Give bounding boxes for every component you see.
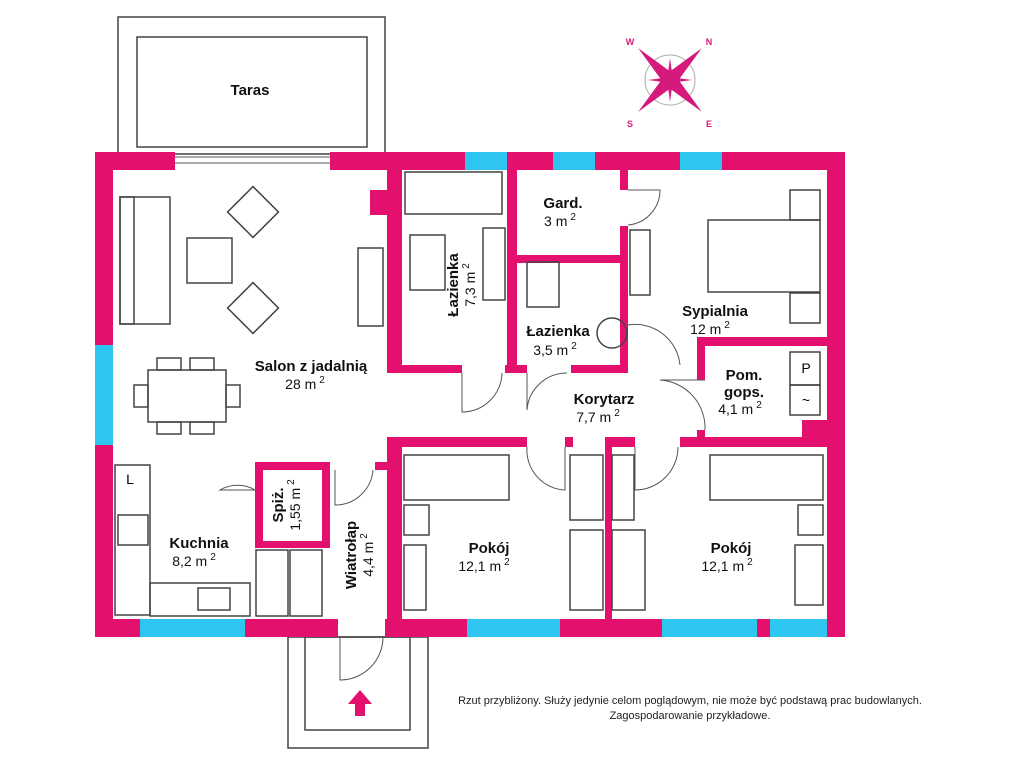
room-wiatrolap-name: Wiatrołap <box>343 521 360 589</box>
compass-n: N <box>706 37 713 47</box>
room-spiz-area: 1,55 m2 <box>286 479 303 531</box>
disclaimer-line-2: Zagospodarowanie przykładowe. <box>609 710 771 722</box>
room-spiz-name: Spiż. <box>270 487 287 522</box>
disclaimer-line-1: Rzut przybliżony. Służy jedynie celom po… <box>458 695 922 707</box>
room-korytarz-name: Korytarz <box>574 391 635 408</box>
terrace: Taras <box>117 16 386 155</box>
washer-label: ~ <box>802 392 810 408</box>
compass-rose-icon <box>638 48 702 112</box>
room-wiatrolap-area: 4,4 m2 <box>359 533 376 577</box>
compass-s: S <box>627 119 633 129</box>
entrance-arrow-icon <box>348 690 372 716</box>
room-pom-name: Pom. <box>726 367 763 384</box>
room-lazienka1-area: 7,3 m2 <box>461 263 478 307</box>
entrance-steps <box>287 636 429 749</box>
room-pokoj2-name: Pokój <box>711 540 752 557</box>
compass-w: W <box>626 37 635 47</box>
room-lazienka2-name: Łazienka <box>526 323 590 340</box>
room-kuchnia-name: Kuchnia <box>169 535 229 552</box>
room-gard-name: Gard. <box>543 195 582 212</box>
walls <box>95 152 845 637</box>
room-salon-name: Salon z jadalnią <box>255 358 368 375</box>
boiler-label: P <box>801 360 810 376</box>
terrace-label: Taras <box>231 82 270 99</box>
room-lazienka1-name: Łazienka <box>445 253 462 317</box>
room-pokoj1-name: Pokój <box>469 540 510 557</box>
room-pom-name2: gops. <box>724 384 764 401</box>
room-sypialnia-name: Sypialnia <box>682 303 749 320</box>
windows <box>95 152 827 637</box>
furniture <box>114 171 824 617</box>
doors <box>175 156 706 506</box>
compass-e: E <box>706 119 712 129</box>
fridge-label: L <box>126 471 134 487</box>
